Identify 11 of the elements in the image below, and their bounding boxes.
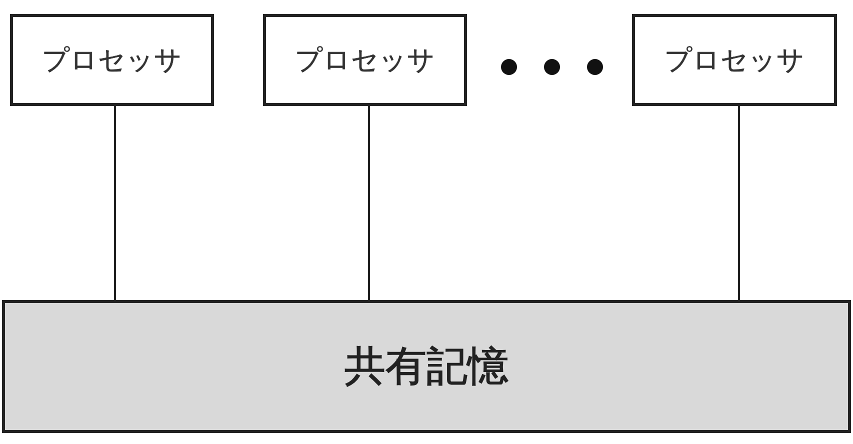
connector-line [114, 106, 116, 300]
connector-line [738, 106, 740, 300]
processor-box [10, 14, 214, 106]
processor-label: プロセッサ [295, 44, 435, 78]
memory-box [2, 300, 851, 433]
processor-label: プロセッサ [664, 44, 804, 78]
processor-box [632, 14, 837, 106]
processor-label: プロセッサ [42, 44, 182, 78]
connector-line [368, 106, 370, 300]
memory-label: 共有記憶 [344, 341, 508, 392]
processor-box [263, 14, 467, 106]
